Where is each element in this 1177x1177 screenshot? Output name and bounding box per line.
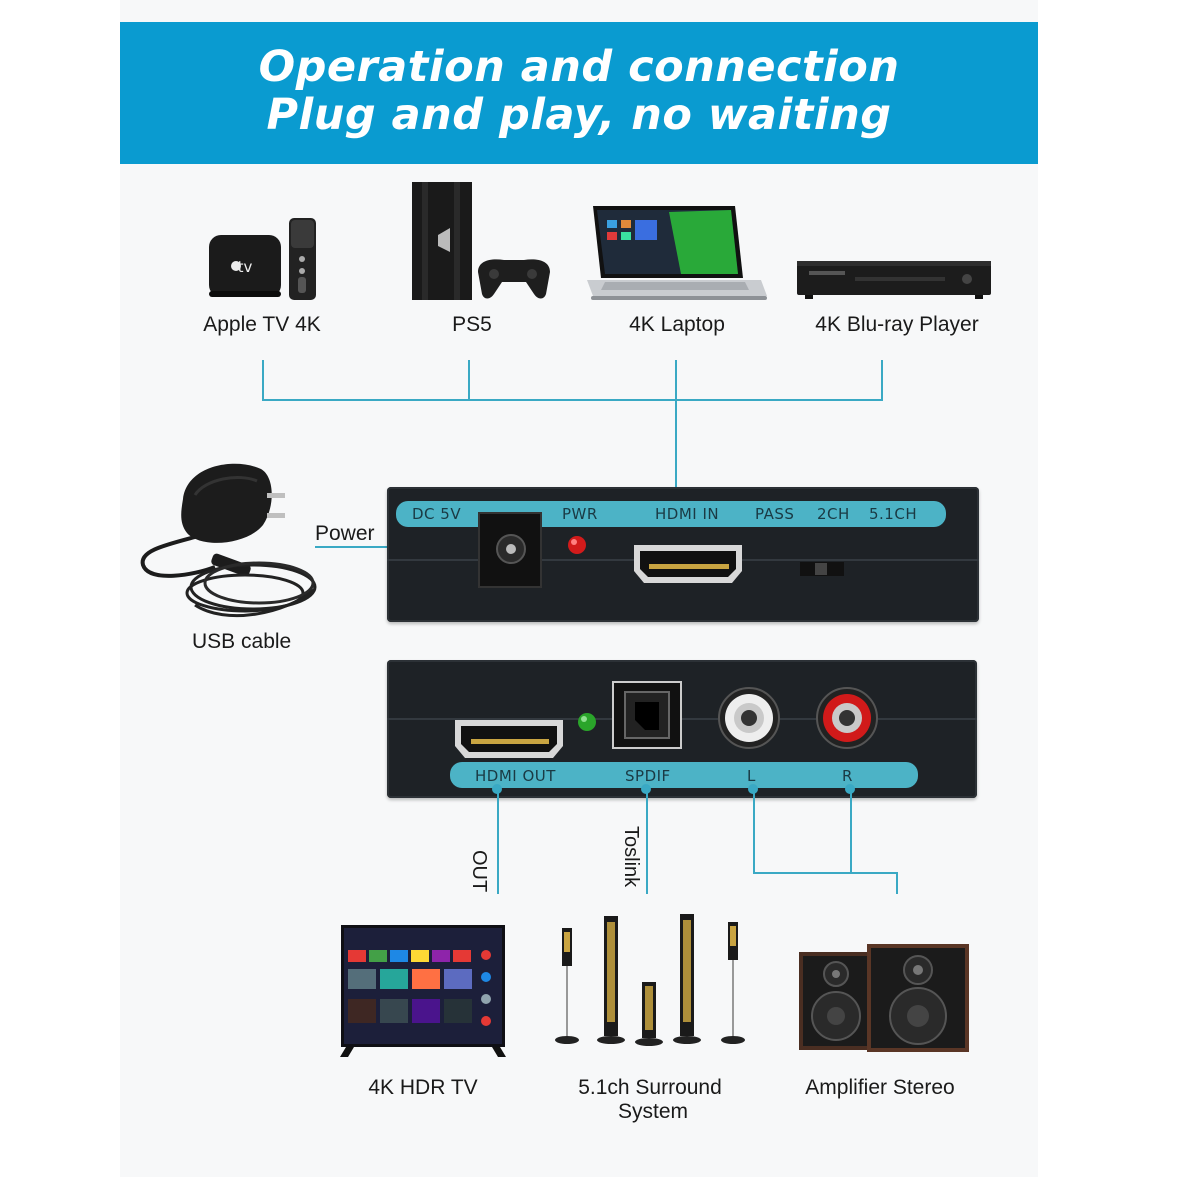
- header-banner: Operation and connection Plug and play, …: [120, 22, 1038, 164]
- laptop-icon: [587, 206, 767, 300]
- cable-label-toslink: Toslink: [620, 826, 642, 888]
- rca-left-port[interactable]: [718, 687, 780, 749]
- connector-line-toslink: [646, 788, 648, 894]
- banner-title-line1: Operation and connection: [258, 42, 900, 92]
- converter-rear-panel: HDMI OUT SPDIF L R: [387, 660, 977, 798]
- stereo-speakers-icon: [799, 944, 969, 1052]
- connector-line-audio-l: [753, 788, 755, 874]
- source-label-ps5: PS5: [452, 313, 492, 336]
- output-label-surround-line2: System: [617, 1100, 689, 1123]
- connector-line: [262, 399, 883, 401]
- output-label-stereo: Amplifier Stereo: [805, 1076, 955, 1099]
- connector-dot: [492, 784, 502, 794]
- power-label: Power: [315, 522, 375, 545]
- label-r: R: [842, 767, 853, 785]
- pass-mode-switch[interactable]: [800, 562, 844, 576]
- connector-line-hdmi-out: [497, 788, 499, 894]
- spdif-optical-port[interactable]: [612, 681, 682, 749]
- label-pwr: PWR: [562, 505, 598, 523]
- hdmi-out-port[interactable]: [455, 720, 563, 758]
- connector-line: [753, 872, 898, 874]
- connector-line: [262, 360, 264, 400]
- hdmi-in-port[interactable]: [634, 545, 742, 583]
- source-label-bluray: 4K Blu-ray Player: [815, 313, 979, 336]
- label-hdmi-out: HDMI OUT: [475, 767, 556, 785]
- bluray-player-icon: [797, 261, 991, 299]
- label-pass: PASS: [755, 505, 795, 523]
- power-adapter-icon: [140, 463, 317, 618]
- connector-line-hdmi-in: [675, 360, 677, 545]
- rear-label-strip: [450, 762, 918, 788]
- banner-title-line2: Plug and play, no waiting: [266, 90, 892, 140]
- surround-speakers-icon: [555, 914, 745, 1046]
- apple-tv-icon: tv: [209, 218, 316, 300]
- connector-dot: [641, 784, 651, 794]
- label-2ch: 2CH: [817, 505, 850, 523]
- connector-line-audio-r: [850, 788, 852, 874]
- status-led-green: [578, 713, 596, 731]
- label-spdif: SPDIF: [625, 767, 671, 785]
- label-5-1ch: 5.1CH: [869, 505, 918, 523]
- output-label-tv: 4K HDR TV: [368, 1076, 478, 1099]
- source-label-apple-tv: Apple TV 4K: [203, 313, 321, 336]
- dc-jack-port[interactable]: [478, 512, 542, 588]
- svg-text:tv: tv: [238, 258, 253, 276]
- game-console-icon: [412, 182, 550, 300]
- rca-right-port[interactable]: [816, 687, 878, 749]
- converter-front-panel: DC 5V PWR HDMI IN PASS 2CH 5.1CH: [387, 487, 979, 622]
- label-hdmi-in: HDMI IN: [655, 505, 720, 523]
- connector-dot: [748, 784, 758, 794]
- connector-line: [896, 872, 898, 894]
- tv-icon: [340, 925, 506, 1057]
- label-l: L: [747, 767, 756, 785]
- output-label-surround-line1: 5.1ch Surround: [578, 1076, 722, 1099]
- cable-label-out: OUT: [468, 850, 490, 893]
- power-led: [568, 536, 586, 554]
- source-label-laptop: 4K Laptop: [629, 313, 725, 336]
- usb-cable-label: USB cable: [192, 630, 292, 653]
- connector-dot: [845, 784, 855, 794]
- connector-line: [468, 360, 470, 400]
- label-dc5v: DC 5V: [412, 505, 462, 523]
- connector-line: [881, 360, 883, 400]
